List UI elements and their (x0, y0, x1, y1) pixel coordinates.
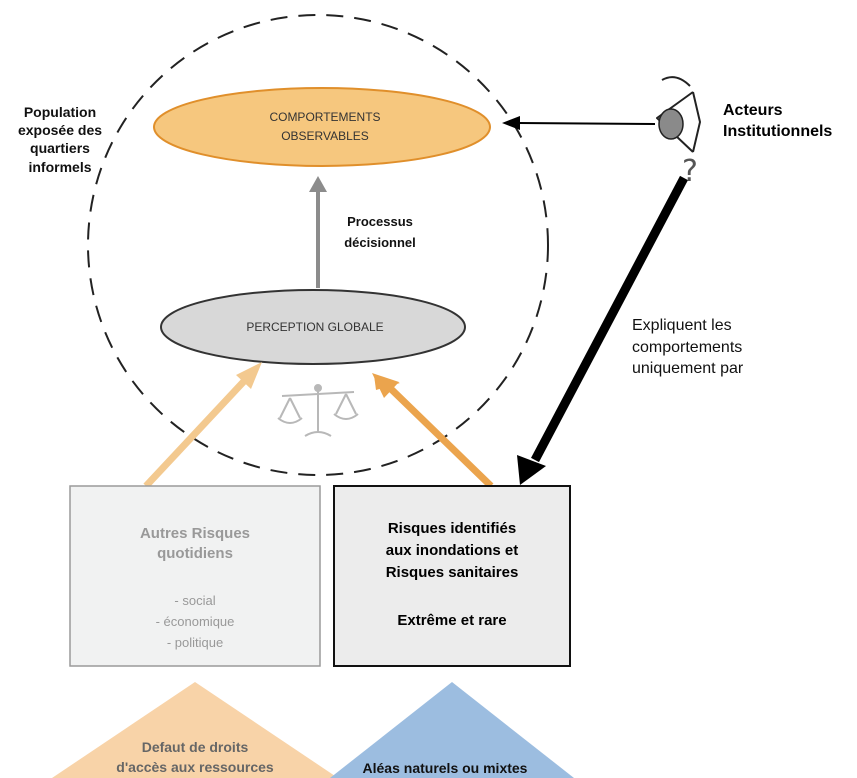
explain-arrow (517, 175, 688, 485)
acteurs-label: Acteurs Institutionnels (723, 101, 832, 143)
perception-ellipse (160, 289, 466, 365)
population-label: Population exposée des quartiers informe… (17, 104, 103, 175)
perception-label: PERCEPTION GLOBALE (246, 320, 384, 334)
expliquent-line2: comportements (632, 338, 743, 356)
risques-identifies-line1: Risques identifiés (387, 520, 517, 537)
defaut-label: Defaut de droits d'accès aux ressources (70, 738, 320, 777)
expliquent-line1: Expliquent les (632, 317, 732, 334)
risques-identifies-arrow (372, 373, 494, 489)
population-circle (87, 14, 549, 476)
risques-identifies-title: Risques identifiés aux inondations et Ri… (334, 518, 570, 583)
comportements-label: COMPORTEMENTS OBSERVABLES (225, 108, 425, 145)
acteurs-line2: Institutionnels (723, 122, 833, 140)
risques-identifies-line2: aux inondations et (385, 541, 519, 559)
comportements-line2: OBSERVABLES (281, 128, 369, 143)
expliquent-line3: uniquement par (632, 360, 744, 378)
autres-risques-list: - social - économique - politique (70, 591, 320, 653)
autres-risques-arrow (143, 362, 262, 489)
autres-risques-title1: Autres Risques (139, 525, 251, 542)
acteurs-line1: Acteurs (723, 102, 783, 119)
comportements-line1: COMPORTEMENTS (269, 110, 381, 124)
defaut-triangle (52, 682, 338, 778)
defaut-line2: d'accès aux ressources (116, 758, 274, 775)
autres-risques-item: - social (174, 593, 216, 608)
risques-identifies-box (333, 485, 571, 667)
comportements-ellipse (153, 87, 491, 167)
processus-line2: décisionnel (344, 234, 416, 250)
defaut-line1: Defaut de droits (141, 739, 249, 755)
processus-line1: Processus (347, 214, 413, 229)
autres-risques-title2: quotidiens (157, 545, 233, 563)
processus-label: Processus décisionnel (320, 212, 440, 254)
autres-risques-title: Autres Risques quotidiens (70, 524, 320, 565)
autres-risques-item: - économique (155, 613, 235, 629)
aleas-label: Aléas naturels ou mixtes (362, 760, 528, 776)
risques-identifies-sub: Extrême et rare (397, 612, 507, 629)
question-mark: ? (682, 154, 698, 189)
eye-icon (656, 76, 702, 153)
acteurs-to-comportements-arrow (502, 116, 656, 130)
aleas-triangle (330, 682, 574, 778)
expliquent-label: Expliquent les comportements uniquement … (632, 315, 743, 380)
autres-risques-item: - politique (166, 634, 224, 650)
autres-risques-box (69, 485, 321, 667)
processus-arrow (309, 176, 327, 288)
risques-identifies-line3: Risques sanitaires (385, 563, 519, 581)
balance-scale-icon (277, 384, 359, 437)
